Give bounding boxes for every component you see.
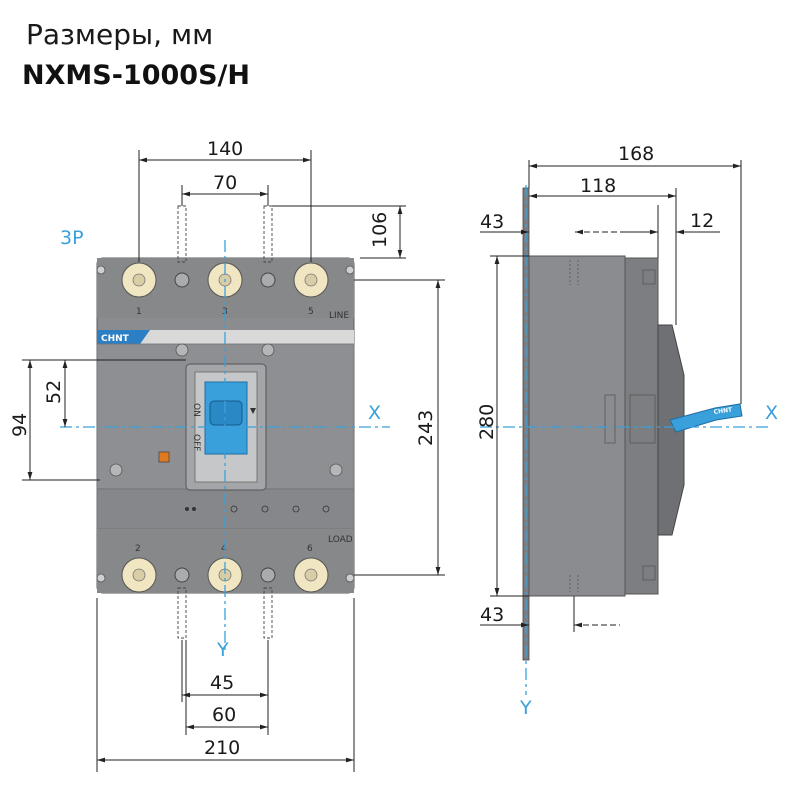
indicator-icon: [261, 505, 269, 513]
cover-screw-icon: [261, 343, 275, 357]
front-dimensions: 140 70 106 243 94 52 45: [9, 138, 445, 772]
dim-106: 106: [369, 212, 391, 248]
indicator-icon: [292, 505, 300, 513]
terminal-screw-icon: [260, 567, 276, 583]
dim-43-top: 43: [480, 211, 504, 233]
dim-94: 94: [9, 413, 31, 437]
dim-45: 45: [210, 672, 234, 694]
side-y-axis-label: Y: [519, 697, 532, 719]
terminal-number: 5: [308, 307, 314, 317]
dim-210: 210: [204, 737, 240, 759]
side-view: CHNT X Y 168 118 43: [476, 143, 778, 719]
arrow-down-icon: [250, 408, 256, 414]
bottom-terminals: 2 4 6: [121, 544, 329, 593]
mount-screw-icon: [345, 573, 355, 583]
handle-on-label: ON: [191, 403, 201, 417]
side-x-axis-label: X: [765, 402, 778, 424]
indicator-icon: [185, 507, 189, 511]
y-axis-label: Y: [216, 639, 229, 661]
side-dimensions: 168 118 43 12 280 43: [476, 143, 742, 632]
cover-screw-icon: [175, 343, 189, 357]
side-handle: [669, 403, 743, 433]
indicator-icon: [322, 505, 330, 513]
dim-243: 243: [415, 410, 437, 446]
mount-screw-icon: [345, 265, 355, 275]
terminal-number: 1: [136, 307, 142, 317]
dim-140: 140: [207, 138, 243, 160]
brand-badge: [97, 330, 150, 344]
load-label: LOAD: [328, 535, 353, 545]
terminal-studs: [177, 205, 273, 639]
terminal-number: 4: [221, 544, 227, 554]
indicator-icon: [192, 507, 196, 511]
handle-off-label: OFF: [191, 434, 201, 451]
terminal-screw-icon: [260, 272, 276, 288]
warning-icon: [158, 451, 170, 463]
dim-280: 280: [476, 404, 498, 440]
side-body: [528, 255, 626, 597]
cover-screw-icon: [329, 463, 343, 477]
dim-60: 60: [212, 704, 236, 726]
dim-43-bottom: 43: [480, 604, 504, 626]
terminal-number: 6: [307, 544, 313, 554]
brand-label: CHNT: [101, 334, 130, 344]
side-brand-label: CHNT: [713, 406, 733, 416]
side-cover: [624, 257, 659, 595]
model-name: NXMS-1000S/H: [22, 60, 250, 91]
dim-70: 70: [213, 172, 237, 194]
page-title: Размеры, мм: [26, 18, 214, 51]
variant-label: 3P: [60, 227, 84, 249]
dim-52: 52: [43, 380, 65, 404]
front-view: CHNT 1 3 5 LINE: [9, 138, 445, 772]
line-label: LINE: [329, 311, 349, 321]
dim-168: 168: [618, 143, 654, 165]
terminal-screw-icon: [174, 272, 190, 288]
mount-screw-icon: [96, 573, 106, 583]
x-axis-label: X: [368, 402, 381, 424]
terminal-number: 2: [135, 544, 141, 554]
indicator-icon: [230, 505, 238, 513]
mount-screw-icon: [96, 265, 106, 275]
dim-12: 12: [690, 210, 714, 232]
cover-screw-icon: [109, 463, 123, 477]
dim-118: 118: [580, 175, 616, 197]
terminal-screw-icon: [174, 567, 190, 583]
handle-housing: [657, 324, 685, 536]
